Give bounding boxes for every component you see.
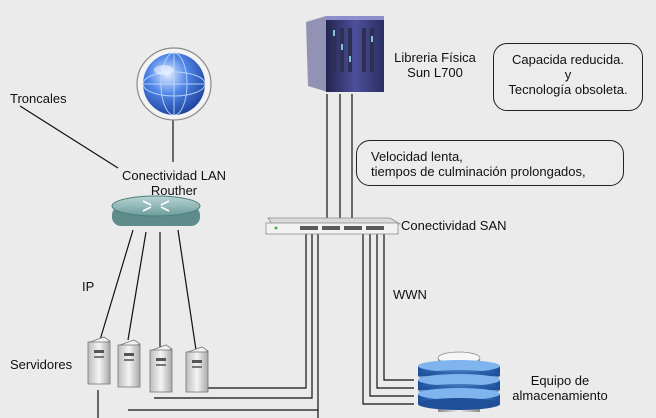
ip-label: IP xyxy=(82,279,95,294)
server-icon xyxy=(149,344,173,393)
library-label-line-1: Libreria Física xyxy=(394,50,476,65)
router-to-server-2-line xyxy=(127,231,147,341)
capacity-callout-line-1: Capacida reducida. xyxy=(511,52,625,67)
storage-array-icon xyxy=(418,351,500,412)
server-to-san-line-1 xyxy=(208,234,307,389)
globe-icon xyxy=(136,47,212,121)
library-label: Libreria Física Sun L700 xyxy=(380,50,490,80)
router-to-server-4-line xyxy=(177,229,197,351)
speed-callout: Velocidad lenta, tiempos de culminación … xyxy=(356,140,624,186)
library-label-line-2: Sun L700 xyxy=(407,65,463,80)
san-connectivity-label: Conectividad SAN xyxy=(401,218,507,233)
storage-label-line-1: Equipo de xyxy=(530,373,590,388)
capacity-callout: Capacida reducida. y Tecnología obsoleta… xyxy=(493,43,643,111)
lan-label-line-1: Conectividad LAN xyxy=(121,168,227,183)
storage-label-line-2: almacenamiento xyxy=(512,388,608,403)
server-icon xyxy=(87,336,111,385)
lan-label-line-2: Routher xyxy=(150,183,198,198)
capacity-callout-line-2: y xyxy=(564,67,572,82)
san-to-storage-line-2 xyxy=(369,234,414,397)
tape-library-icon xyxy=(306,16,384,92)
troncales-label: Troncales xyxy=(10,91,67,106)
server-icon xyxy=(185,346,209,393)
server-icon xyxy=(117,339,141,388)
lan-connectivity-label: Conectividad LAN Routher xyxy=(94,168,254,198)
san-to-storage-line-4 xyxy=(383,234,414,381)
servidores-label: Servidores xyxy=(10,357,73,372)
speed-callout-line-2: tiempos de culminación prolongados, xyxy=(371,164,586,179)
router-icon xyxy=(111,195,201,226)
connection-lines xyxy=(19,94,414,418)
router-to-server-1-line xyxy=(99,229,134,341)
san-to-storage-line-3 xyxy=(376,234,414,389)
capacity-callout-line-3: Tecnología obsoleta. xyxy=(508,82,628,97)
troncales-leader-line xyxy=(19,105,119,169)
speed-callout-line-1: Velocidad lenta, xyxy=(371,149,463,164)
storage-label: Equipo de almacenamiento xyxy=(500,373,620,403)
wwn-label: WWN xyxy=(393,287,427,302)
server-to-san-line-2 xyxy=(154,234,313,399)
san-switch-icon xyxy=(265,217,402,235)
san-to-storage-line-1 xyxy=(362,234,414,405)
